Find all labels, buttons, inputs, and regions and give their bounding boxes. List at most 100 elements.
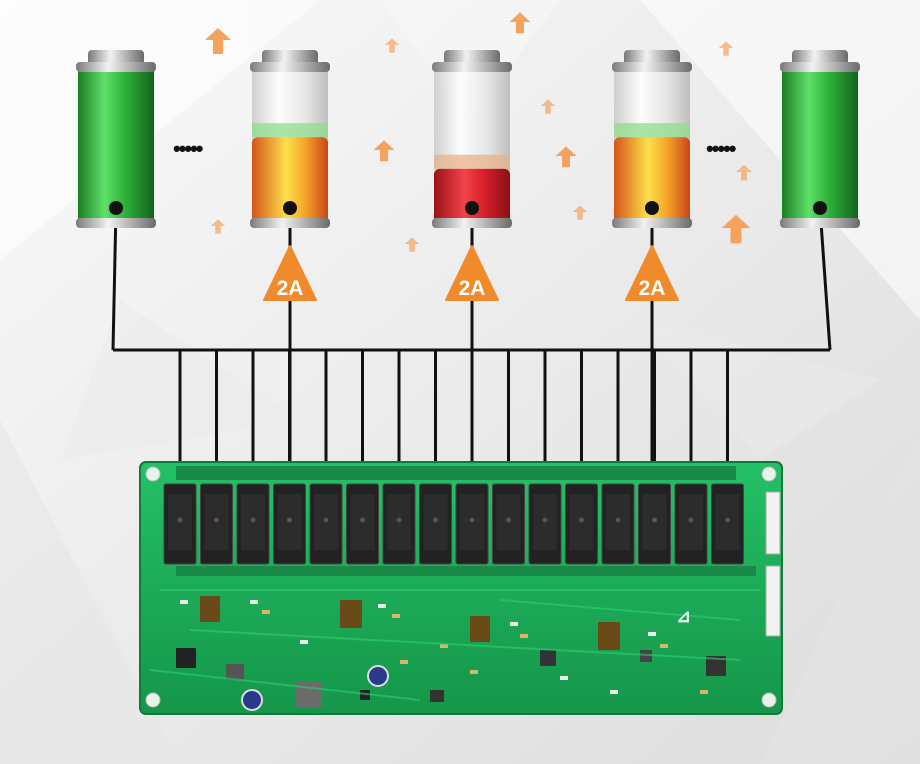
relay xyxy=(419,483,452,565)
battery-charge-level xyxy=(614,137,690,224)
smd-component xyxy=(250,600,258,604)
battery-charge-level xyxy=(252,137,328,224)
pcb-trace xyxy=(499,599,741,621)
smd-component xyxy=(440,644,448,648)
smd-component xyxy=(470,670,478,674)
pcb-trace xyxy=(189,629,741,661)
upward-arrow-icon xyxy=(384,38,400,53)
pcb-chip xyxy=(176,648,196,668)
warning-triangle-icon xyxy=(445,245,499,301)
side-connector xyxy=(765,565,781,637)
relay xyxy=(346,483,379,565)
smd-component xyxy=(180,600,188,604)
battery-icon xyxy=(250,50,330,228)
smd-component xyxy=(262,610,270,614)
mounting-hole xyxy=(761,466,777,482)
battery-wire xyxy=(111,207,118,351)
smd-component xyxy=(378,604,386,608)
smd-component xyxy=(392,614,400,618)
current-label-1: 2A xyxy=(277,277,304,300)
pcb-chip xyxy=(706,656,726,676)
relay xyxy=(455,483,489,565)
warning-triangle-2: 2A xyxy=(445,245,499,301)
ellipsis-right: ••••• xyxy=(706,136,736,161)
warning-triangle-3: 2A xyxy=(625,245,679,301)
batteries-group xyxy=(76,50,860,228)
upward-arrow-icon xyxy=(210,219,226,234)
relay xyxy=(492,483,525,565)
smd-component xyxy=(520,634,528,638)
relay xyxy=(565,483,598,565)
capacitor xyxy=(367,665,389,687)
pcb-chip xyxy=(226,664,244,680)
mounting-hole xyxy=(145,466,161,482)
battery-icon xyxy=(780,50,860,228)
relay xyxy=(163,483,197,565)
relay xyxy=(382,483,416,565)
upward-arrow-icon xyxy=(205,28,231,54)
upward-arrow-icon xyxy=(509,12,531,34)
wiring-group xyxy=(111,207,832,470)
smd-component xyxy=(510,622,518,626)
relay xyxy=(236,483,270,565)
mounting-hole xyxy=(761,692,777,708)
warning-triangle-1: 2A xyxy=(263,245,317,301)
smd-component xyxy=(300,640,308,644)
upward-arrow-icon xyxy=(721,214,751,244)
upward-arrow-icon xyxy=(572,205,588,220)
capacitor xyxy=(241,689,263,711)
warning-triangle-icon xyxy=(625,245,679,301)
battery-icon xyxy=(612,50,692,228)
ellipsis-left: ••••• xyxy=(173,136,203,161)
battery-terminal xyxy=(283,201,297,215)
pcb-chip xyxy=(200,596,220,622)
relay xyxy=(711,483,744,565)
warning-triangle-icon xyxy=(263,245,317,301)
upward-arrow-icon xyxy=(718,41,734,56)
battery-terminal xyxy=(109,201,123,215)
relay xyxy=(273,483,306,565)
pcb-board: ⊿ xyxy=(139,461,783,715)
pcb-chip xyxy=(540,650,556,666)
upward-arrow-icon xyxy=(736,164,752,181)
pcb-trace xyxy=(149,669,421,701)
pcb-logo: ⊿ xyxy=(676,606,691,626)
battery-icon xyxy=(76,50,156,228)
pcb-chip xyxy=(598,622,620,650)
current-label-2: 2A xyxy=(459,277,486,300)
relay xyxy=(638,483,671,565)
smd-component xyxy=(400,660,408,664)
battery-wire xyxy=(818,207,832,351)
relay xyxy=(674,483,708,565)
battery-terminal xyxy=(645,201,659,215)
pcb-components: ⊿ xyxy=(149,589,760,711)
mounting-hole xyxy=(145,692,161,708)
battery-charge-level xyxy=(78,66,154,224)
relay xyxy=(601,483,635,565)
pcb-chip xyxy=(340,600,362,628)
pcb-chip xyxy=(430,690,444,702)
side-connector xyxy=(765,491,781,555)
battery-charge-level xyxy=(434,168,510,224)
smd-component xyxy=(610,690,618,694)
battery-terminal xyxy=(465,201,479,215)
terminal-strip-bottom xyxy=(176,566,756,576)
relay-row xyxy=(163,483,744,565)
battery-icon xyxy=(432,50,512,228)
upward-arrow-icon xyxy=(540,99,556,114)
battery-terminal xyxy=(813,201,827,215)
smd-component xyxy=(700,690,708,694)
upward-arrow-icon xyxy=(373,140,395,162)
relay xyxy=(528,483,562,565)
upward-arrow-icon xyxy=(404,237,420,252)
upward-arrow-icon xyxy=(555,146,577,168)
pcb-chip xyxy=(640,650,652,662)
relay xyxy=(309,483,343,565)
pcb-chip xyxy=(470,616,490,642)
smd-component xyxy=(648,632,656,636)
terminal-strip xyxy=(176,466,736,480)
smd-component xyxy=(660,644,668,648)
relay xyxy=(200,483,233,565)
